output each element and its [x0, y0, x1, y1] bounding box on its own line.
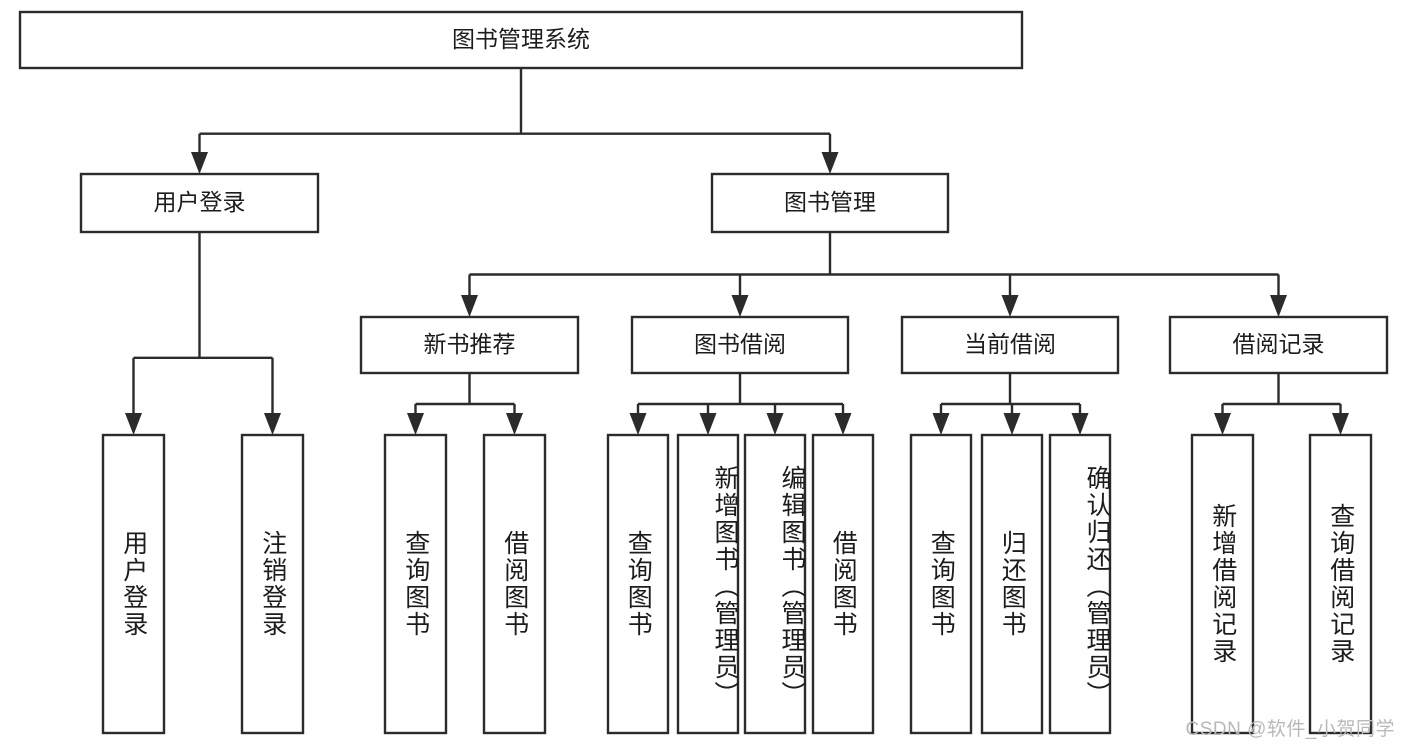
node-book-manage-label: 图书管理 — [784, 189, 876, 215]
arrow-head-icon — [461, 295, 478, 317]
arrow-head-icon — [191, 152, 208, 174]
node-current-borrow-label: 当前借阅 — [964, 331, 1056, 357]
arrow-head-icon — [1001, 295, 1019, 317]
node-leaf-borrow-book-2[interactable] — [811, 433, 875, 735]
node-leaf-query-book-3[interactable] — [909, 433, 973, 735]
node-leaf-query-book-1[interactable] — [383, 433, 448, 735]
arrow-head-icon — [699, 413, 717, 435]
node-user-login[interactable] — [79, 172, 320, 234]
node-user-login-label: 用户登录 — [154, 189, 246, 215]
node-borrow-record-label: 借阅记录 — [1233, 331, 1325, 357]
node-leaf-logout[interactable] — [240, 433, 305, 735]
node-new-book-rec[interactable] — [359, 315, 580, 375]
arrow-head-icon — [1071, 413, 1089, 435]
arrow-head-icon — [766, 413, 784, 435]
node-book-manage[interactable] — [710, 172, 950, 234]
node-leaf-return-book[interactable] — [980, 433, 1044, 735]
node-leaf-confirm-return[interactable] — [1048, 433, 1112, 735]
arrow-head-icon — [407, 413, 424, 435]
arrow-head-icon — [506, 413, 523, 435]
node-leaf-query-record[interactable] — [1308, 433, 1373, 735]
arrow-head-icon — [932, 413, 950, 435]
node-leaf-query-book-2[interactable] — [606, 433, 670, 735]
arrow-head-icon — [125, 413, 142, 435]
node-root[interactable] — [18, 10, 1024, 70]
arrow-head-icon — [1003, 413, 1021, 435]
arrow-head-icon — [821, 152, 839, 174]
arrow-head-icon — [834, 413, 852, 435]
arrow-head-icon — [1214, 413, 1231, 435]
node-leaf-add-record[interactable] — [1190, 433, 1255, 735]
connector-layer — [125, 68, 1349, 435]
node-new-book-rec-label: 新书推荐 — [424, 331, 516, 357]
node-root-label: 图书管理系统 — [452, 26, 590, 52]
node-current-borrow[interactable] — [900, 315, 1120, 375]
node-leaf-user-login[interactable] — [101, 433, 166, 735]
arrow-head-icon — [1270, 295, 1287, 317]
node-leaf-edit-book[interactable] — [743, 433, 807, 735]
node-book-borrow[interactable] — [630, 315, 850, 375]
arrow-head-icon — [264, 413, 281, 435]
arrow-head-icon — [1332, 413, 1349, 435]
node-leaf-add-book[interactable] — [676, 433, 740, 735]
node-book-borrow-label: 图书借阅 — [694, 331, 786, 357]
arrow-head-icon — [731, 295, 749, 317]
node-borrow-record[interactable] — [1168, 315, 1389, 375]
arrow-head-icon — [629, 413, 647, 435]
node-leaf-borrow-book-1[interactable] — [482, 433, 547, 735]
